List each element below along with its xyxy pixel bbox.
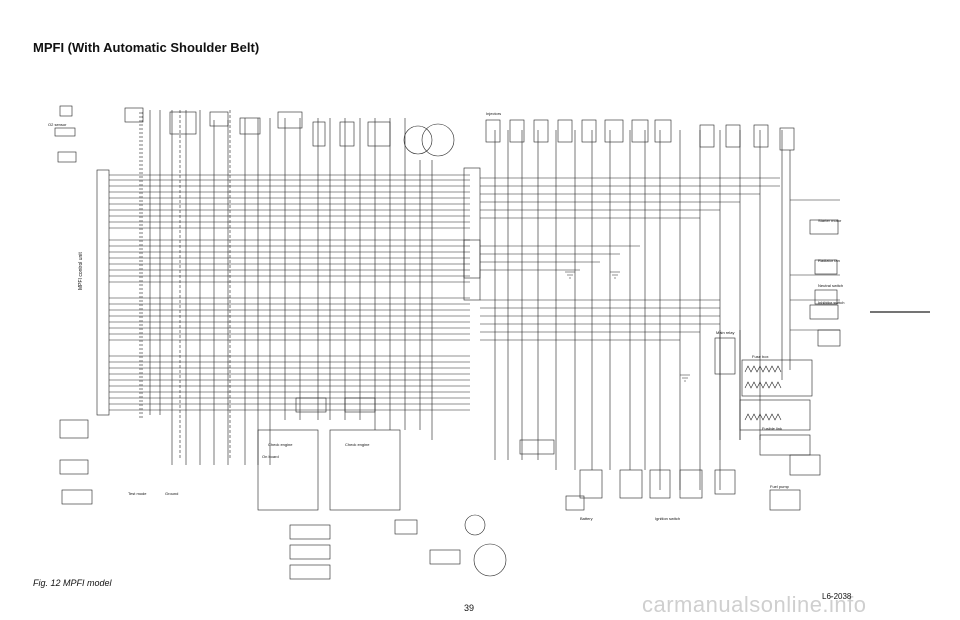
page-number: 39	[464, 603, 475, 613]
main-relay-label: Main relay	[716, 330, 734, 335]
starter-motor-label: Starter motor	[818, 218, 842, 223]
ecu-label: MPFI control unit	[78, 252, 84, 290]
on-board-label: On board	[262, 454, 279, 459]
fuel-pump-label: Fuel pump	[770, 484, 790, 489]
test-mode-label: Test mode	[128, 491, 147, 496]
wiring-lines	[54, 105, 930, 580]
diagram-code: L6-2038	[822, 592, 852, 601]
fuse-box-label: Fuse box	[752, 354, 768, 359]
ignition-switch-label: Ignition switch	[655, 516, 680, 521]
check-engine-label-2: Check engine	[345, 442, 370, 447]
neutral-switch-label: Neutral switch	[818, 283, 843, 288]
radiator-fan-label: Radiator fan	[818, 258, 840, 263]
battery-label: Battery	[580, 516, 593, 521]
injectors-label: Injectors	[486, 111, 501, 116]
watermark: carmanualsonline.info	[642, 592, 867, 617]
page-title: MPFI (With Automatic Shoulder Belt)	[33, 40, 260, 55]
ground-label: Ground	[165, 491, 178, 496]
figure-caption: Fig. 12 MPFI model	[33, 578, 112, 588]
check-engine-label: Check engine	[268, 442, 293, 447]
inhibitor-switch-label: Inhibitor switch	[818, 300, 844, 305]
o2-sensor-label: O2 sensor	[48, 122, 67, 127]
fusible-link-label: Fusible link	[762, 426, 782, 431]
